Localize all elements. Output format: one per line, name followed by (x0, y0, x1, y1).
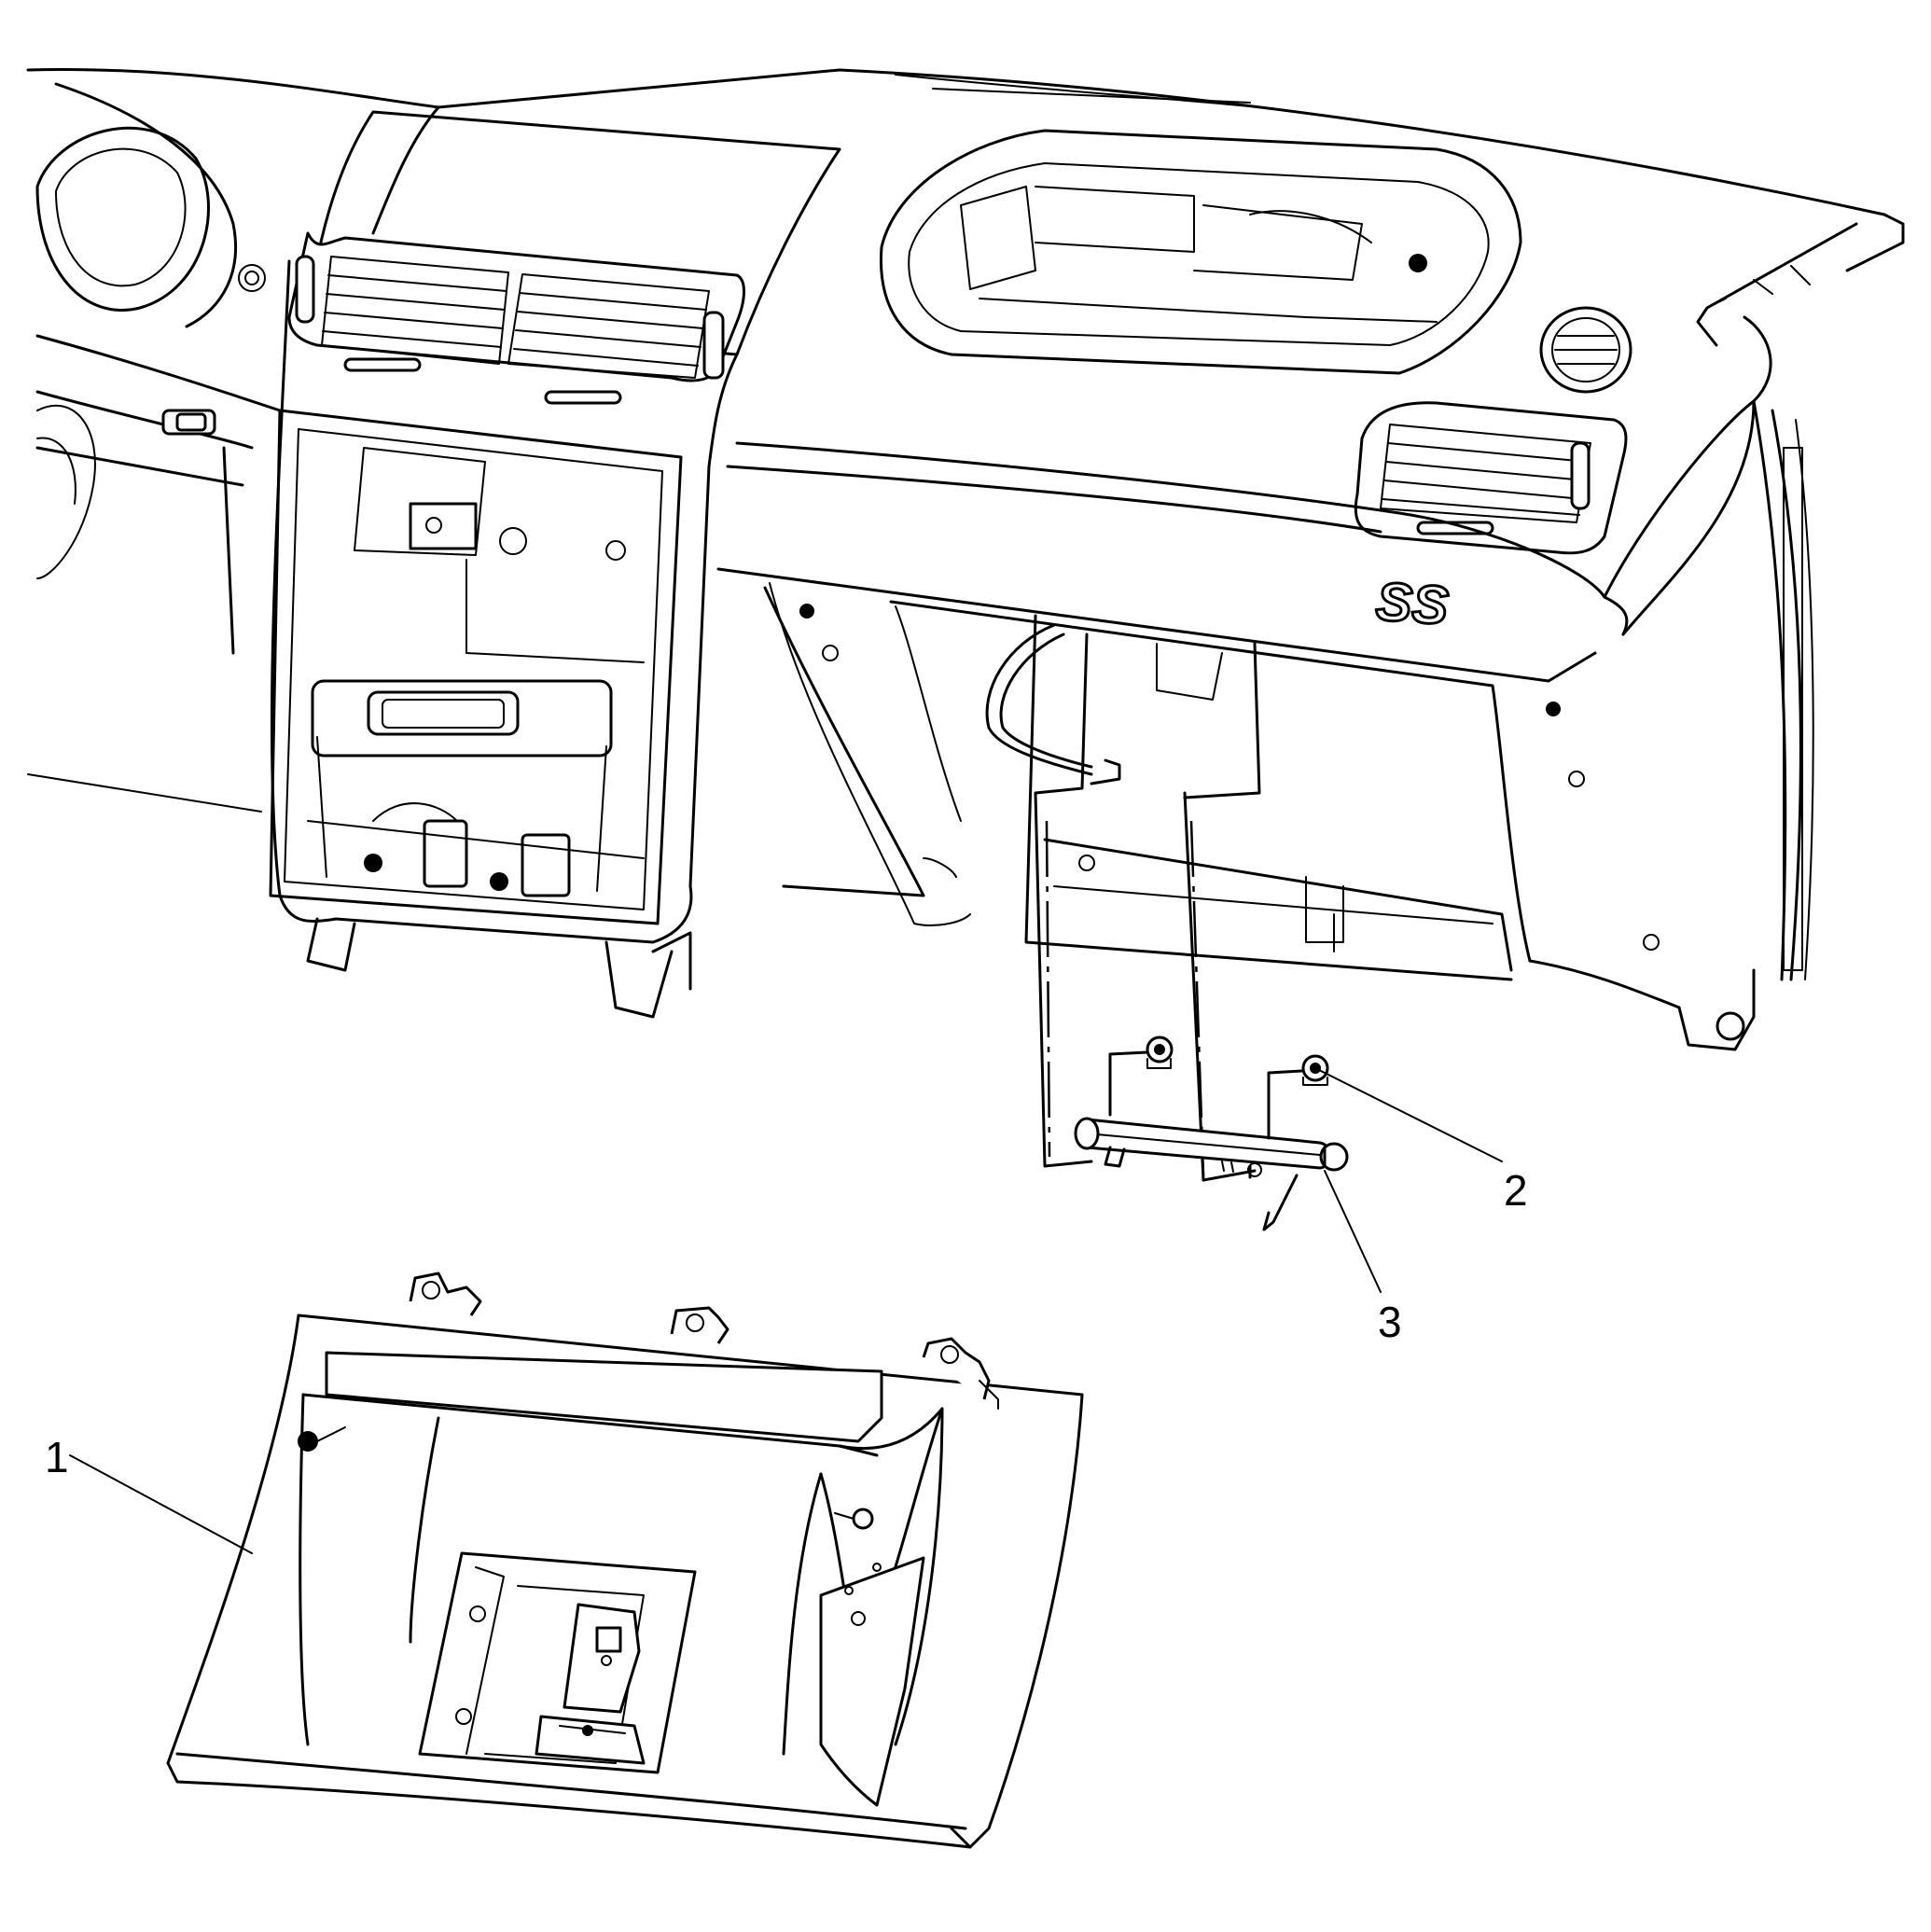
glovebox-opening (716, 567, 1756, 1051)
callout-label-1: 1 (45, 1433, 69, 1481)
callout-leaders (69, 1067, 1503, 1554)
center-air-vents (287, 231, 745, 405)
exploded-parts (1034, 632, 1349, 1231)
ss-badge: SS (1374, 571, 1451, 636)
fastener-right (1301, 1054, 1329, 1086)
right-round-vent (1539, 306, 1632, 394)
hinge-bracket (1074, 1117, 1349, 1231)
fastener-left (1146, 1035, 1174, 1069)
center-stack-opening (269, 409, 683, 925)
gauge-cluster (35, 82, 238, 579)
glovebox-latch (418, 1551, 697, 1774)
callout-label-3: 3 (1378, 1298, 1402, 1346)
glove-box-door (166, 1272, 1084, 1849)
right-air-vent (1354, 401, 1628, 555)
instrument-panel: SS (26, 67, 1905, 1051)
callout-label-2: 2 (1504, 1166, 1528, 1215)
upper-storage-bin (879, 129, 1522, 375)
